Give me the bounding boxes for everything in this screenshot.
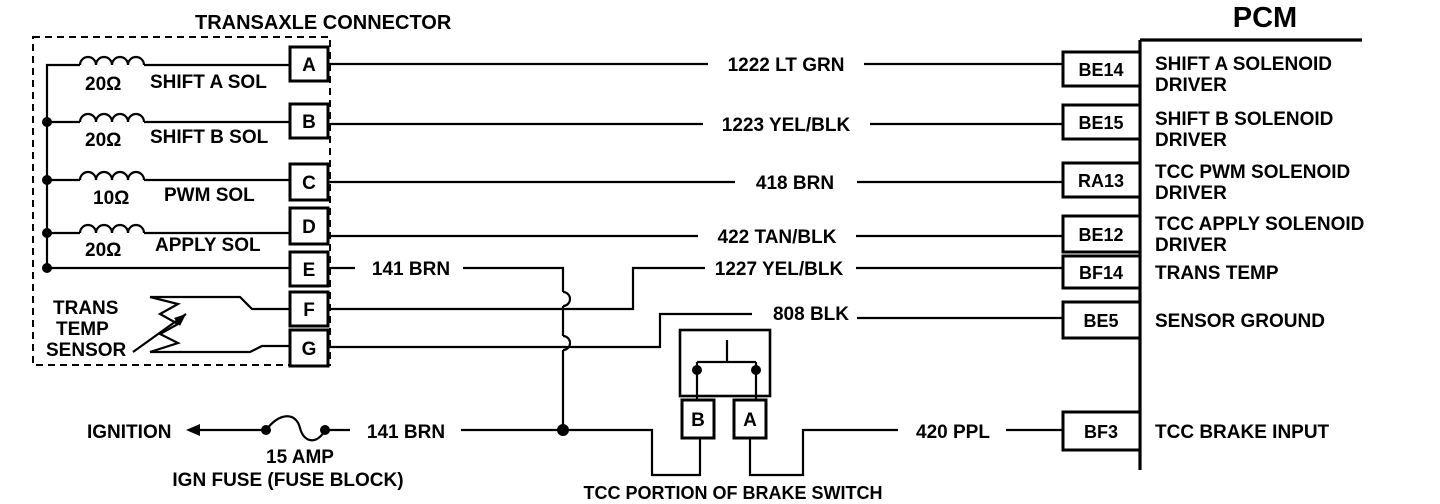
- shift-b-resistance: 20Ω: [85, 130, 121, 151]
- wire-e-run: [463, 266, 565, 292]
- wire-c-label: 418 BRN: [756, 173, 834, 194]
- connector-pin-d-label: D: [302, 217, 316, 238]
- pcm-pin-bf14: [1061, 254, 1142, 290]
- ignition-arrow-head: [186, 424, 200, 436]
- shift-a-resistance: 20Ω: [85, 74, 121, 95]
- brake-switch-contact-a: [751, 365, 761, 375]
- wire-g-left: [328, 312, 752, 349]
- fuse-location: IGN FUSE (FUSE BLOCK): [172, 470, 403, 491]
- pcm-func-be14-line2: DRIVER: [1155, 75, 1227, 96]
- wire-b-label: 1223 YEL/BLK: [722, 115, 851, 136]
- brake-wire-label: 420 PPL: [916, 422, 990, 443]
- pcm-title: PCM: [1233, 2, 1297, 34]
- shift-a-label: SHIFT A SOL: [150, 72, 267, 93]
- shift-a-lead: [45, 63, 80, 122]
- pcm-func-be14-line1: SHIFT A SOLENOID: [1155, 54, 1332, 75]
- brake-wire-left: [748, 428, 898, 477]
- sensor-to-pin-g: [150, 344, 290, 354]
- connector-pin-b: [288, 102, 330, 140]
- sensor-label-line3: SENSOR: [46, 340, 127, 361]
- transaxle-connector-title: TRANSAXLE CONNECTOR: [195, 12, 452, 34]
- connector-pin-c-label: C: [302, 173, 316, 194]
- pcm-pin-be5-label: BE5: [1083, 311, 1118, 331]
- pwm-coil: [78, 170, 146, 181]
- pcm-pin-ra13-label: RA13: [1078, 171, 1124, 191]
- shift-b-coil: [78, 112, 146, 123]
- brake-switch-housing: [678, 328, 772, 398]
- pcm-pin-ra13: [1061, 161, 1142, 199]
- wire-f-label: 1227 YEL/BLK: [715, 259, 844, 280]
- pcm-pin-bf14-label: BF14: [1079, 263, 1123, 283]
- connector-pin-d: [288, 206, 330, 246]
- wire-e-hop-2: [562, 334, 572, 352]
- pcm-pin-be15: [1061, 103, 1142, 141]
- pwm-label: PWM SOL: [164, 185, 255, 206]
- brake-switch-pin-b: [680, 398, 716, 440]
- transaxle-enclosure: [32, 36, 331, 366]
- pcm-func-be5-line1: SENSOR GROUND: [1155, 311, 1325, 332]
- brake-switch-pin-a: [732, 398, 768, 440]
- pcm-pin-be5: [1061, 300, 1142, 340]
- pwm-resistance: 10Ω: [93, 188, 129, 209]
- connector-pin-a-label: A: [302, 55, 316, 76]
- ign-wire-run: [461, 428, 702, 477]
- pcm-func-be12-line1: TCC APPLY SOLENOID: [1155, 214, 1364, 235]
- connector-pin-e-label: E: [303, 260, 316, 281]
- ignition-label: IGNITION: [87, 422, 171, 443]
- shift-b-label: SHIFT B SOL: [150, 127, 269, 148]
- brake-switch-pin-a-label: A: [743, 410, 757, 431]
- pcm-pin-bf3-label: BF3: [1084, 422, 1118, 442]
- wire-d-label: 422 TAN/BLK: [718, 227, 837, 248]
- apply-resistance: 20Ω: [85, 240, 121, 261]
- wire-e-label: 141 BRN: [372, 259, 450, 280]
- pcm-func-ra13-line2: DRIVER: [1155, 183, 1227, 204]
- pcm-pin-bf3: [1061, 410, 1142, 452]
- pcm-pin-be15-label: BE15: [1078, 113, 1123, 133]
- brake-switch-label: TCC PORTION OF BRAKE SWITCH: [584, 483, 883, 503]
- thermistor-arrow-head: [174, 314, 186, 326]
- sensor-label-line1: TRANS: [53, 298, 118, 319]
- pcm-func-be12-line2: DRIVER: [1155, 235, 1227, 256]
- sensor-to-pin-f: [150, 295, 290, 311]
- connector-pin-g-label: G: [302, 339, 317, 360]
- pcm-pin-be12: [1061, 214, 1142, 254]
- pcm-pin-be12-label: BE12: [1078, 225, 1123, 245]
- brake-switch-contact-b: [692, 365, 702, 375]
- pcm-func-be15-line2: DRIVER: [1155, 130, 1227, 151]
- fuse-rating: 15 AMP: [266, 447, 334, 468]
- thermistor-symbol: [149, 295, 181, 354]
- pcm-pin-be14-label: BE14: [1078, 60, 1123, 80]
- apply-label: APPLY SOL: [155, 235, 261, 256]
- shift-a-coil: [78, 55, 146, 66]
- connector-pin-f-label: F: [303, 300, 315, 321]
- wire-g-label: 808 BLK: [773, 304, 849, 325]
- ign-wire-label: 141 BRN: [367, 422, 445, 443]
- apply-coil: [78, 223, 146, 234]
- pcm-func-bf14-line1: TRANS TEMP: [1155, 263, 1279, 284]
- pcm-func-ra13-line1: TCC PWM SOLENOID: [1155, 162, 1350, 183]
- wire-f-left: [328, 266, 705, 311]
- brake-switch-pin-b-label: B: [691, 410, 705, 431]
- pcm-func-bf3-line1: TCC BRAKE INPUT: [1155, 422, 1330, 443]
- pcm-pin-be14: [1061, 50, 1142, 88]
- sensor-label-line2: TEMP: [56, 319, 109, 340]
- connector-pin-a: [288, 45, 330, 83]
- fuse-element: [265, 415, 326, 442]
- connector-pin-b-label: B: [302, 112, 316, 133]
- wire-a-label: 1222 LT GRN: [728, 55, 845, 76]
- wire-e-hop-1: [562, 290, 572, 308]
- ign-junction-node: [557, 424, 569, 436]
- pcm-func-be15-line1: SHIFT B SOLENOID: [1155, 109, 1333, 130]
